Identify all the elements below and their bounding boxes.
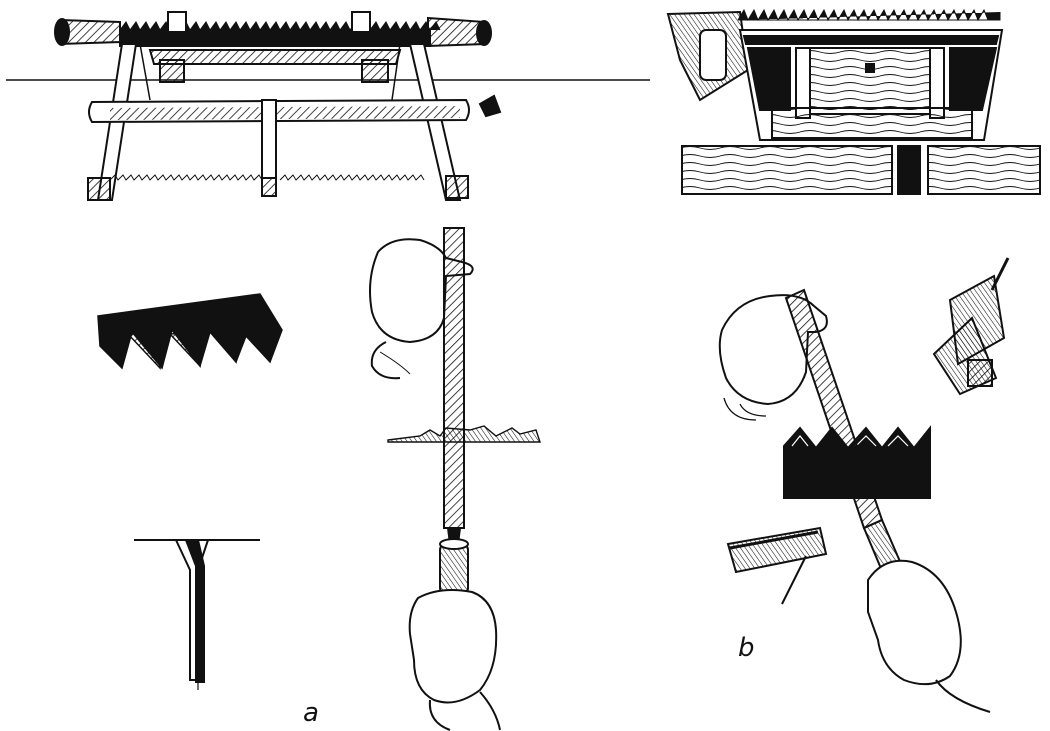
panel-label-a: a (303, 698, 319, 728)
tooth-set-cross-section-icon (134, 539, 260, 690)
handsaw-clamped-in-wooden-jaws-icon (666, 8, 1041, 195)
file-sharpening-teeth-angled-icon (718, 288, 991, 713)
file-sharpening-teeth-straight-icon (369, 227, 541, 731)
file-cross-section-icon (726, 526, 828, 605)
wood-wedge-icon (932, 257, 1010, 396)
saw-teeth-profile-icon (97, 293, 283, 370)
panel-label-b: b (738, 633, 755, 663)
saw-clamped-in-wooden-vise-on-bench-icon (6, 11, 650, 201)
